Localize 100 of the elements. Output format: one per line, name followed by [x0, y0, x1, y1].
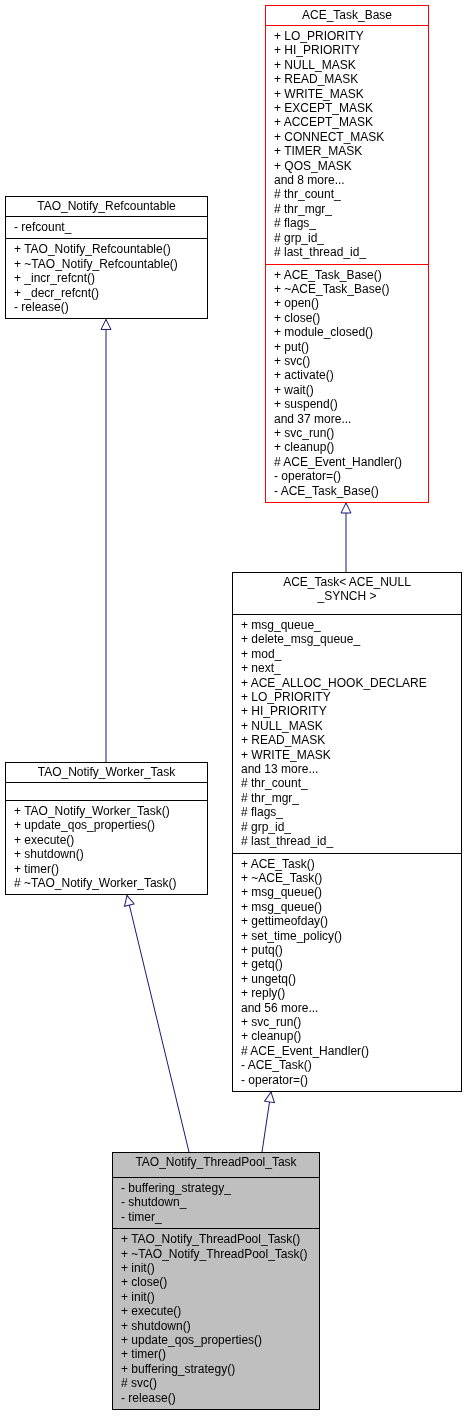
- member-name: - release(): [120, 1390, 176, 1406]
- member-name: + mod_: [240, 646, 282, 662]
- member-name: + EXCEPT_MASK: [273, 101, 374, 116]
- member-name: # svc(): [120, 1376, 157, 1391]
- member-name: + ~ACE_Task(): [240, 870, 323, 886]
- member-name: + init(): [120, 1261, 155, 1276]
- class-box: [5, 762, 208, 896]
- member-name: - operator=(): [240, 1072, 309, 1087]
- member-name: + shutdown(): [13, 847, 84, 862]
- member-name: + READ_MASK: [240, 733, 326, 748]
- member-name: + CONNECT_MASK: [273, 129, 385, 145]
- member-name: # thr_count_: [273, 187, 341, 202]
- member-name: + buffering_strategy(): [120, 1361, 236, 1377]
- member-name: # grp_id_: [240, 819, 292, 835]
- member-name: + svc_run(): [240, 1014, 302, 1030]
- class-name: TAO_Notify_ThreadPool_Task: [134, 1154, 298, 1171]
- member-name: + delete_msg_queue_: [240, 632, 361, 647]
- member-name: + ACCEPT_MASK: [273, 115, 374, 130]
- member-name: + cleanup(): [273, 440, 335, 455]
- member-name: and 37 more...: [273, 411, 352, 426]
- member-name: + execute(): [13, 832, 75, 848]
- member-name: + QOS_MASK: [273, 158, 352, 174]
- member-name: + ~ACE_Task_Base(): [273, 281, 390, 297]
- member-name: - release(): [13, 300, 69, 315]
- member-name: - operator=(): [273, 469, 342, 484]
- class-box: [265, 5, 429, 503]
- member-name: + update_qos_properties(): [13, 818, 156, 833]
- member-name: + timer(): [120, 1347, 166, 1362]
- member-name: + WRITE_MASK: [240, 747, 331, 763]
- member-name: + putq(): [240, 942, 283, 958]
- class-name: ACE_Task< ACE_NULL _SYNCH >: [282, 574, 412, 606]
- member-name: + ~TAO_Notify_ThreadPool_Task(): [120, 1246, 308, 1262]
- class-box: [232, 572, 462, 1092]
- member-name: and 13 more...: [240, 762, 319, 777]
- member-name: - refcount_: [13, 220, 72, 235]
- member-name: + HI_PRIORITY: [273, 43, 360, 58]
- member-name: # flags_: [273, 216, 317, 231]
- member-name: + TAO_Notify_Refcountable(): [13, 242, 171, 257]
- member-name: # thr_mgr_: [240, 790, 300, 806]
- class-name: TAO_Notify_Refcountable: [36, 198, 177, 215]
- member-name: + close(): [120, 1275, 168, 1290]
- member-name: and 56 more...: [240, 1000, 319, 1015]
- member-name: # last_thread_id_: [273, 245, 367, 260]
- member-name: + READ_MASK: [273, 72, 359, 87]
- member-name: + msg_queue(): [240, 899, 323, 915]
- member-name: + activate(): [273, 368, 334, 383]
- member-name: + next_: [240, 661, 281, 676]
- class-box: [5, 196, 208, 320]
- member-name: + TAO_Notify_Worker_Task(): [13, 804, 170, 819]
- member-name: + timer(): [13, 861, 59, 877]
- member-name: - shutdown_: [120, 1195, 187, 1210]
- member-name: + shutdown(): [120, 1318, 191, 1334]
- member-name: + NULL_MASK: [273, 57, 356, 73]
- member-name: # last_thread_id_: [240, 834, 334, 849]
- member-name: + open(): [273, 296, 320, 311]
- member-name: # thr_count_: [240, 776, 308, 791]
- member-name: + init(): [120, 1289, 155, 1305]
- member-name: + msg_queue(): [240, 885, 323, 900]
- member-name: + ACE_ALLOC_HOOK_DECLARE: [240, 675, 427, 691]
- member-name: - buffering_strategy_: [120, 1181, 231, 1196]
- member-name: - ACE_Task_Base(): [273, 483, 379, 498]
- member-name: + _decr_refcnt(): [13, 285, 100, 301]
- inheritance-arrow: [100, 318, 112, 763]
- class-box: [112, 1152, 320, 1411]
- member-name: + svc(): [273, 353, 311, 369]
- member-name: + update_qos_properties(): [120, 1333, 263, 1348]
- member-name: # ~TAO_Notify_Worker_Task(): [13, 876, 177, 891]
- member-name: + NULL_MASK: [240, 718, 323, 734]
- member-name: + HI_PRIORITY: [240, 704, 327, 719]
- member-name: + svc_run(): [273, 425, 335, 441]
- member-name: + module_closed(): [273, 325, 374, 340]
- member-name: + execute(): [120, 1304, 182, 1319]
- member-name: + close(): [273, 310, 321, 326]
- member-name: + wait(): [273, 382, 314, 398]
- member-name: + suspend(): [273, 397, 338, 412]
- member-name: + msg_queue_: [240, 618, 321, 633]
- member-name: + gettimeofday(): [240, 914, 329, 929]
- member-name: - timer_: [120, 1209, 162, 1225]
- member-name: + LO_PRIORITY: [240, 690, 331, 705]
- member-name: + put(): [273, 339, 309, 354]
- member-name: + WRITE_MASK: [273, 86, 364, 102]
- member-name: # flags_: [240, 805, 284, 820]
- member-name: # thr_mgr_: [273, 201, 333, 217]
- member-name: + cleanup(): [240, 1029, 302, 1044]
- member-name: + LO_PRIORITY: [273, 29, 364, 44]
- class-name: ACE_Task_Base: [300, 7, 393, 24]
- member-name: + ~TAO_Notify_Refcountable(): [13, 256, 178, 272]
- inheritance-arrow: [261, 1091, 275, 1153]
- member-name: + TIMER_MASK: [273, 144, 363, 159]
- member-name: - ACE_Task(): [240, 1058, 312, 1073]
- inheritance-arrow: [340, 502, 352, 573]
- member-name: and 8 more...: [273, 173, 345, 188]
- member-name: # ACE_Event_Handler(): [240, 1043, 370, 1059]
- member-name: # ACE_Event_Handler(): [273, 454, 403, 470]
- member-name: + _incr_refcnt(): [13, 271, 96, 286]
- member-name: + ungetq(): [240, 971, 297, 987]
- member-name: + set_time_policy(): [240, 928, 343, 943]
- member-name: + ACE_Task_Base(): [273, 267, 382, 282]
- member-name: # grp_id_: [273, 230, 325, 246]
- inheritance-arrow: [124, 894, 190, 1153]
